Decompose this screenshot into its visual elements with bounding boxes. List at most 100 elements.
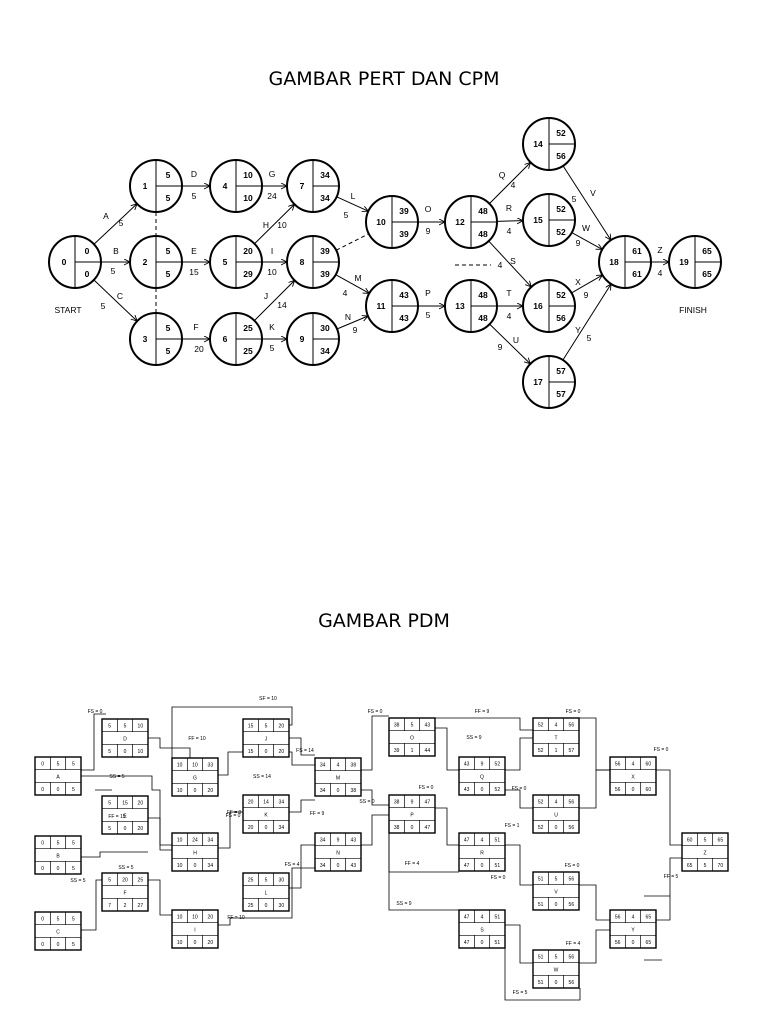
event-latest-time: 39	[320, 269, 330, 279]
dependency-line	[435, 717, 533, 731]
pdm-late-start: 0	[41, 942, 44, 948]
pdm-late-start: 52	[538, 825, 544, 831]
pdm-late-start: 0	[41, 787, 44, 793]
dependency-line	[289, 844, 315, 889]
activity-arrow-y	[562, 284, 611, 361]
pdm-relation-label: FF = 9	[310, 811, 325, 817]
pdm-relation-label: FF = 15	[108, 814, 126, 820]
dependency-line	[361, 715, 389, 771]
pdm-late-finish: 51	[495, 940, 501, 946]
pdm-relation-label: SS = 9	[396, 901, 411, 907]
activity-label-n: N	[345, 312, 351, 322]
dependency-line	[505, 737, 533, 771]
event-earliest-time: 43	[399, 290, 409, 300]
pdm-duration: 10	[192, 763, 198, 769]
event-number: 12	[455, 217, 465, 227]
pdm-late-start: 38	[394, 825, 400, 831]
activity-duration-o: 9	[426, 226, 431, 236]
pdm-box	[532, 871, 580, 911]
event-latest-time: 34	[320, 346, 330, 356]
pdm-late-finish: 56	[569, 902, 575, 908]
dependency-line	[81, 879, 104, 931]
event-latest-time: 48	[478, 313, 488, 323]
pdm-activity-name: W	[554, 967, 559, 973]
activity-arrow-l	[336, 196, 369, 211]
pdm-box	[609, 756, 657, 796]
pdm-activity-name: I	[194, 927, 195, 933]
pdm-late-start: 52	[538, 748, 544, 754]
start-label: START	[54, 305, 81, 315]
pdm-late-start: 0	[41, 866, 44, 872]
pdm-late-start: 51	[538, 980, 544, 986]
event-latest-time: 5	[166, 269, 171, 279]
pdm-duration: 9	[411, 800, 414, 806]
event-number: 7	[300, 181, 305, 191]
pdm-early-start: 25	[248, 878, 254, 884]
pdm-relation-label: FF = 4	[566, 941, 581, 947]
event-earliest-time: 39	[320, 246, 330, 256]
pdm-late-finish: 20	[208, 788, 214, 794]
pdm-duration: 5	[265, 878, 268, 884]
pdm-early-start: 20	[248, 800, 254, 806]
pdm-early-start: 56	[615, 762, 621, 768]
dependency-line	[579, 769, 610, 809]
pdm-box	[609, 909, 657, 949]
pdm-total-float: 0	[481, 863, 484, 869]
finish-label: FINISH	[679, 305, 707, 315]
pdm-early-finish: 38	[351, 763, 357, 769]
pdm-activity-name: O	[410, 735, 414, 741]
activity-duration-d: 5	[192, 191, 197, 201]
pdm-box	[242, 872, 290, 912]
dependency-line	[388, 833, 459, 911]
pdm-late-finish: 52	[495, 787, 501, 793]
activity-duration-l: 5	[344, 210, 349, 220]
pdm-duration: 24	[192, 838, 198, 844]
pdm-late-start: 10	[177, 863, 183, 869]
dependency-line	[505, 924, 533, 964]
pdm-late-start: 5	[108, 826, 111, 832]
pdm-duration: 9	[337, 838, 340, 844]
pdm-relation-label: FF = 5	[664, 874, 679, 880]
activity-arrow-w	[571, 232, 602, 250]
pdm-relation-label: SF = 10	[259, 696, 277, 702]
pdm-early-finish: 65	[646, 915, 652, 921]
pdm-early-finish: 60	[646, 762, 652, 768]
pdm-duration: 5	[704, 838, 707, 844]
activity-label-o: O	[425, 204, 432, 214]
pdm-early-start: 38	[394, 800, 400, 806]
pert-cpm-title: GAMBAR PERT DAN CPM	[268, 68, 500, 90]
pdm-duration: 5	[555, 877, 558, 883]
pdm-total-float: 0	[194, 788, 197, 794]
pdm-activity-name: C	[56, 929, 60, 935]
event-earliest-time: 52	[556, 290, 566, 300]
pdm-box	[681, 832, 729, 872]
pdm-early-finish: 56	[569, 800, 575, 806]
event-latest-time: 5	[166, 193, 171, 203]
activity-duration-v: 5	[572, 194, 577, 204]
event-earliest-time: 61	[632, 246, 642, 256]
event-latest-time: 5	[166, 346, 171, 356]
event-latest-time: 0	[85, 269, 90, 279]
event-earliest-time: 5	[166, 246, 171, 256]
activity-duration-g: 24	[267, 191, 277, 201]
pdm-total-float: 2	[124, 903, 127, 909]
event-node-3: 355	[129, 312, 183, 366]
pdm-activity-name: X	[631, 774, 635, 780]
pdm-relation-label: FS = 0	[419, 785, 434, 791]
event-number: 16	[533, 301, 543, 311]
pdm-late-finish: 47	[425, 825, 431, 831]
pdm-activity-name: P	[410, 812, 414, 818]
pdm-late-start: 25	[248, 903, 254, 909]
pdm-box	[388, 717, 436, 757]
pdm-late-finish: 65	[646, 940, 652, 946]
